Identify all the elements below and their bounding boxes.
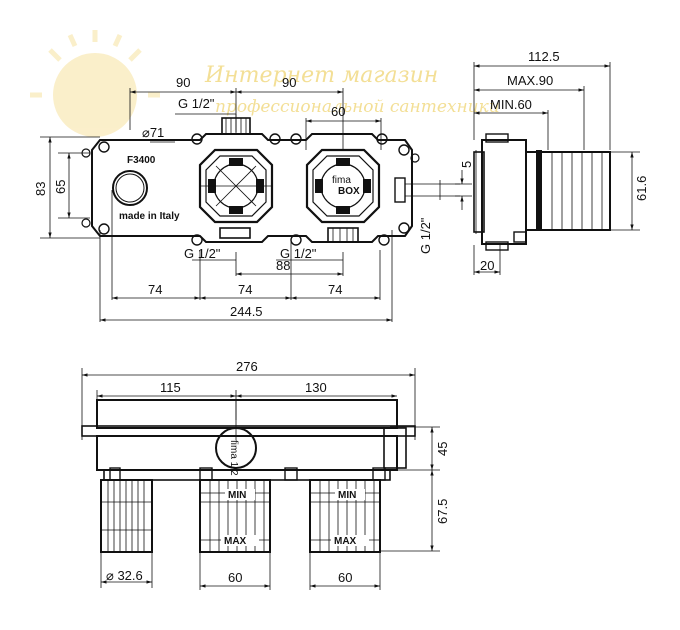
bottom-dim-45: 45 bbox=[435, 442, 450, 456]
dim-88: 88 bbox=[276, 258, 290, 273]
brand-sub-label: BOX bbox=[338, 186, 360, 197]
dim-g-top: G 1/2" bbox=[178, 96, 215, 111]
dim-90-right: 90 bbox=[282, 75, 296, 90]
bottom-view: fima 1/2 MIN MAX bbox=[81, 359, 450, 590]
min-label-1: MIN bbox=[228, 490, 246, 501]
side-dim-g-1-2: G 1/2" bbox=[418, 217, 433, 254]
side-view: 112.5 MAX.90 MIN.60 20 61.6 5 G 1/2" bbox=[418, 49, 649, 275]
side-dim-max-90: MAX.90 bbox=[507, 73, 553, 88]
dim-74-c: 74 bbox=[328, 282, 342, 297]
watermark-line-2: профессиональной сантехники bbox=[215, 97, 500, 117]
brand-label: fima bbox=[332, 175, 351, 186]
model-label: F3400 bbox=[127, 155, 156, 166]
min-label-2: MIN bbox=[338, 490, 356, 501]
dim-83: 83 bbox=[33, 182, 48, 196]
made-in-label: made in Italy bbox=[119, 211, 180, 222]
bottom-dim-60-a: 60 bbox=[228, 570, 242, 585]
side-dim-20: 20 bbox=[480, 258, 494, 273]
sun-logo-icon bbox=[30, 30, 160, 137]
dim-60: 60 bbox=[331, 104, 345, 119]
max-label-2: MAX bbox=[334, 536, 357, 547]
dim-diameter-71: ⌀71 bbox=[142, 125, 164, 140]
mounting-hole-icon bbox=[81, 133, 420, 246]
side-dim-min-60: MIN.60 bbox=[490, 97, 532, 112]
watermark: Интернет магазин профессиональной сантех… bbox=[30, 30, 500, 137]
dim-74-b: 74 bbox=[238, 282, 252, 297]
dim-g-bottom-left: G 1/2" bbox=[184, 246, 221, 261]
bottom-dim-276: 276 bbox=[236, 359, 258, 374]
bottom-dim-60-b: 60 bbox=[338, 570, 352, 585]
max-label-1: MAX bbox=[224, 536, 247, 547]
bottom-dim-130: 130 bbox=[305, 380, 327, 395]
dim-65: 65 bbox=[53, 180, 68, 194]
dim-90-left: 90 bbox=[176, 75, 190, 90]
plug-label: fima 1/2 bbox=[228, 440, 239, 476]
side-dim-5: 5 bbox=[459, 161, 474, 168]
bottom-dim-67-5: 67.5 bbox=[435, 499, 450, 524]
front-view: F3400 made in Italy fima BOX 90 90 60 G … bbox=[33, 75, 460, 322]
dim-244-5: 244.5 bbox=[230, 304, 263, 319]
diverter-hole bbox=[112, 170, 148, 206]
bottom-dim-115: 115 bbox=[160, 380, 181, 395]
side-dim-112-5: 112.5 bbox=[528, 49, 560, 64]
bottom-dim-diameter-32-6: ⌀ 32.6 bbox=[106, 568, 143, 583]
side-dim-61-6: 61.6 bbox=[634, 176, 649, 201]
watermark-line-1: Интернет магазин bbox=[204, 63, 438, 88]
dim-74-a: 74 bbox=[148, 282, 162, 297]
dim-g-bottom-right: G 1/2" bbox=[280, 246, 317, 261]
